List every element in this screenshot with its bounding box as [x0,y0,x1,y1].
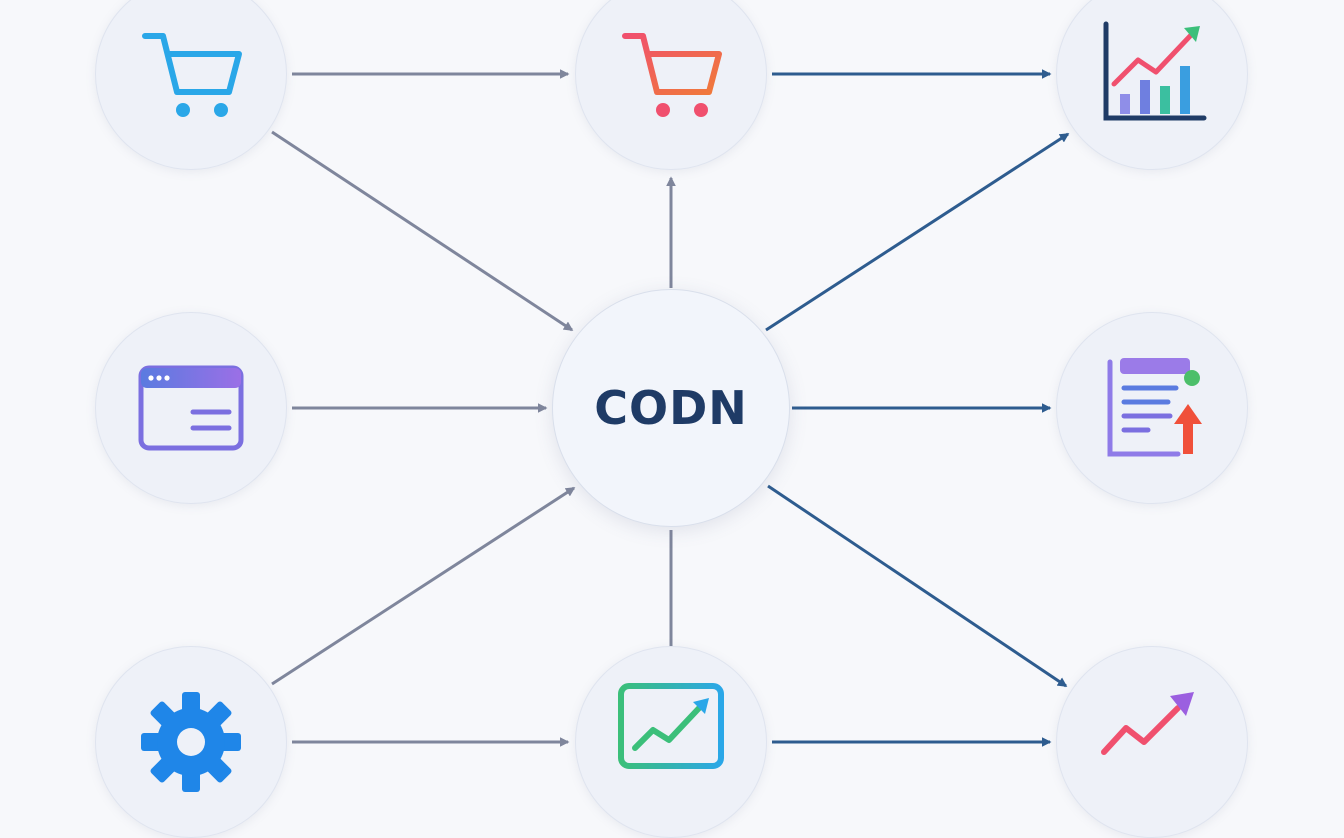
node-cart-blue[interactable] [95,0,287,170]
report-upload-icon [1107,358,1202,457]
node-chart-bottom[interactable] [1056,646,1248,838]
node-browser[interactable] [95,312,287,504]
shopping-cart-icon [142,33,242,117]
edges-layer [271,69,1070,747]
edge-cart-blue-to-hub [271,130,574,332]
edge-hub-to-chart-bottom [767,484,1068,688]
growth-chart-icon [1103,21,1207,121]
hub-node[interactable]: CODN [552,289,790,527]
node-gear[interactable] [95,646,287,838]
browser-window-icon [138,365,244,451]
gear-icon [141,692,241,792]
node-chart-top[interactable] [1056,0,1248,170]
edge-hub-to-chart-top [765,132,1070,332]
edge-gear-to-hub [271,486,576,686]
node-report[interactable] [1056,312,1248,504]
hub-label: CODN [594,381,748,435]
node-monitor-chart[interactable] [575,646,767,838]
growth-chart-icon [1101,692,1194,755]
shopping-cart-icon [622,33,722,117]
diagram-canvas: CODN [95,0,1248,838]
monitor-chart-icon [618,683,724,769]
node-cart-pink[interactable] [575,0,767,170]
